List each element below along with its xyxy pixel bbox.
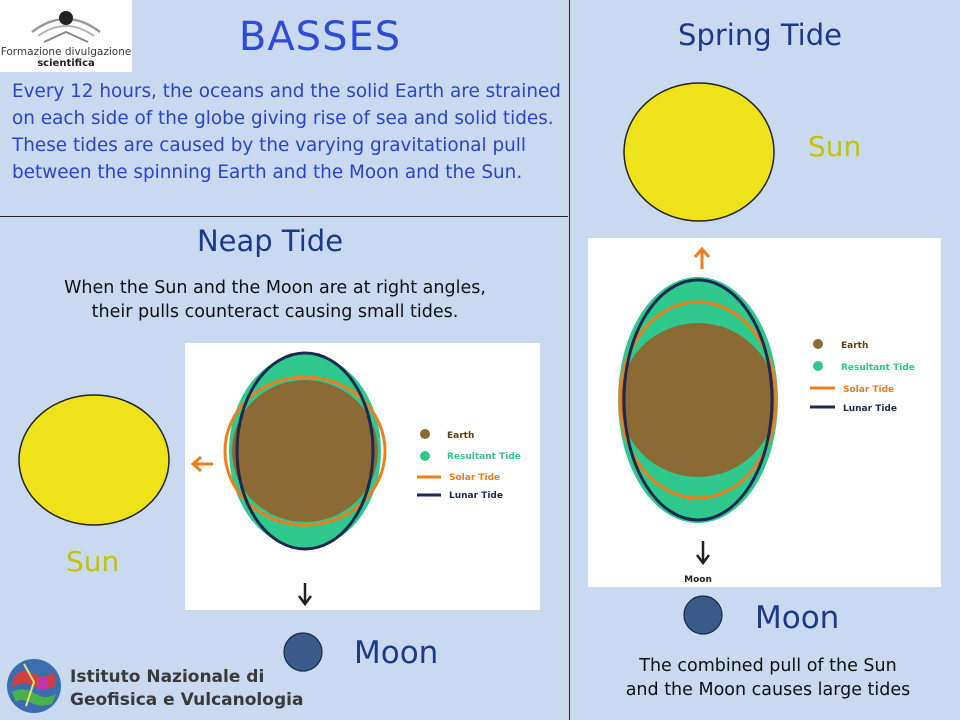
spring-legend-earth: Earth bbox=[841, 341, 868, 351]
spring-tide-title: Spring Tide bbox=[678, 18, 842, 52]
section-divider-horizontal bbox=[0, 216, 568, 217]
neap-tide-title: Neap Tide bbox=[196, 224, 344, 258]
neap-legend: Earth Resultant Tide Solar Tide Lunar Ti… bbox=[417, 429, 521, 501]
neap-arrow-down-icon bbox=[298, 583, 312, 607]
neap-caption-line1: When the Sun and the Moon are at right a… bbox=[64, 278, 486, 298]
spring-sun-label: Sun bbox=[808, 130, 862, 163]
section-divider-vertical bbox=[569, 0, 570, 720]
neap-sun bbox=[18, 394, 170, 526]
page-title: BASSES bbox=[238, 14, 402, 60]
neap-moon bbox=[283, 632, 323, 672]
eye-book-icon bbox=[31, 11, 101, 43]
spring-caption-line1: The combined pull of the Sun bbox=[639, 656, 897, 676]
neap-legend-earth: Earth bbox=[447, 431, 474, 441]
spring-arrow-down-icon bbox=[696, 541, 710, 566]
spring-diagram-moon-label: Moon bbox=[684, 575, 712, 585]
spring-sun bbox=[623, 82, 775, 222]
spring-arrow-up-icon bbox=[693, 246, 711, 269]
globe-icon bbox=[7, 659, 61, 713]
logo-text-line2: scientifica bbox=[37, 58, 95, 69]
ingv-line1: Istituto Nazionale di bbox=[70, 667, 265, 687]
ingv-logo: Istituto Nazionale di Geofisica e Vulcan… bbox=[0, 652, 303, 720]
neap-moon-label: Moon bbox=[354, 635, 439, 671]
spring-solar-tide bbox=[618, 300, 778, 500]
neap-legend-lunar: Lunar Tide bbox=[449, 491, 503, 501]
spring-legend: Earth Resultant Tide Solar Tide Lunar Ti… bbox=[810, 339, 915, 414]
spring-legend-solar: Solar Tide bbox=[843, 385, 894, 395]
neap-tide-caption: When the Sun and the Moon are at right a… bbox=[20, 276, 530, 324]
spring-moon-label: Moon bbox=[755, 600, 840, 636]
spring-earth bbox=[620, 323, 776, 477]
spring-tide-caption: The combined pull of the Sun and the Moo… bbox=[596, 654, 940, 702]
neap-caption-line2: their pulls counteract causing small tid… bbox=[91, 302, 459, 322]
formazione-logo: Formazione divulgazione scientifica bbox=[0, 0, 132, 72]
spring-legend-lunar: Lunar Tide bbox=[843, 404, 897, 414]
neap-arrow-left-icon bbox=[190, 455, 213, 473]
intro-paragraph: Every 12 hours, the oceans and the solid… bbox=[12, 81, 561, 183]
spring-caption-line2: and the Moon causes large tides bbox=[625, 680, 911, 700]
spring-lunar-tide bbox=[622, 278, 774, 522]
spring-tide-diagram: Moon Earth Resultant Tide Solar Tide Lun… bbox=[588, 238, 941, 587]
neap-earth bbox=[232, 380, 378, 522]
neap-tide-diagram: Earth Resultant Tide Solar Tide Lunar Ti… bbox=[185, 343, 540, 610]
spring-legend-resultant: Resultant Tide bbox=[841, 363, 915, 373]
neap-lunar-tide bbox=[235, 351, 375, 551]
logo-text-line1: Formazione divulgazione bbox=[0, 46, 132, 58]
spring-moon bbox=[683, 595, 723, 635]
neap-solar-tide bbox=[223, 375, 387, 527]
neap-sun-label: Sun bbox=[66, 545, 120, 578]
neap-legend-resultant: Resultant Tide bbox=[447, 452, 521, 462]
neap-legend-solar: Solar Tide bbox=[449, 473, 500, 483]
ingv-line2: Geofisica e Vulcanologia bbox=[70, 690, 304, 710]
